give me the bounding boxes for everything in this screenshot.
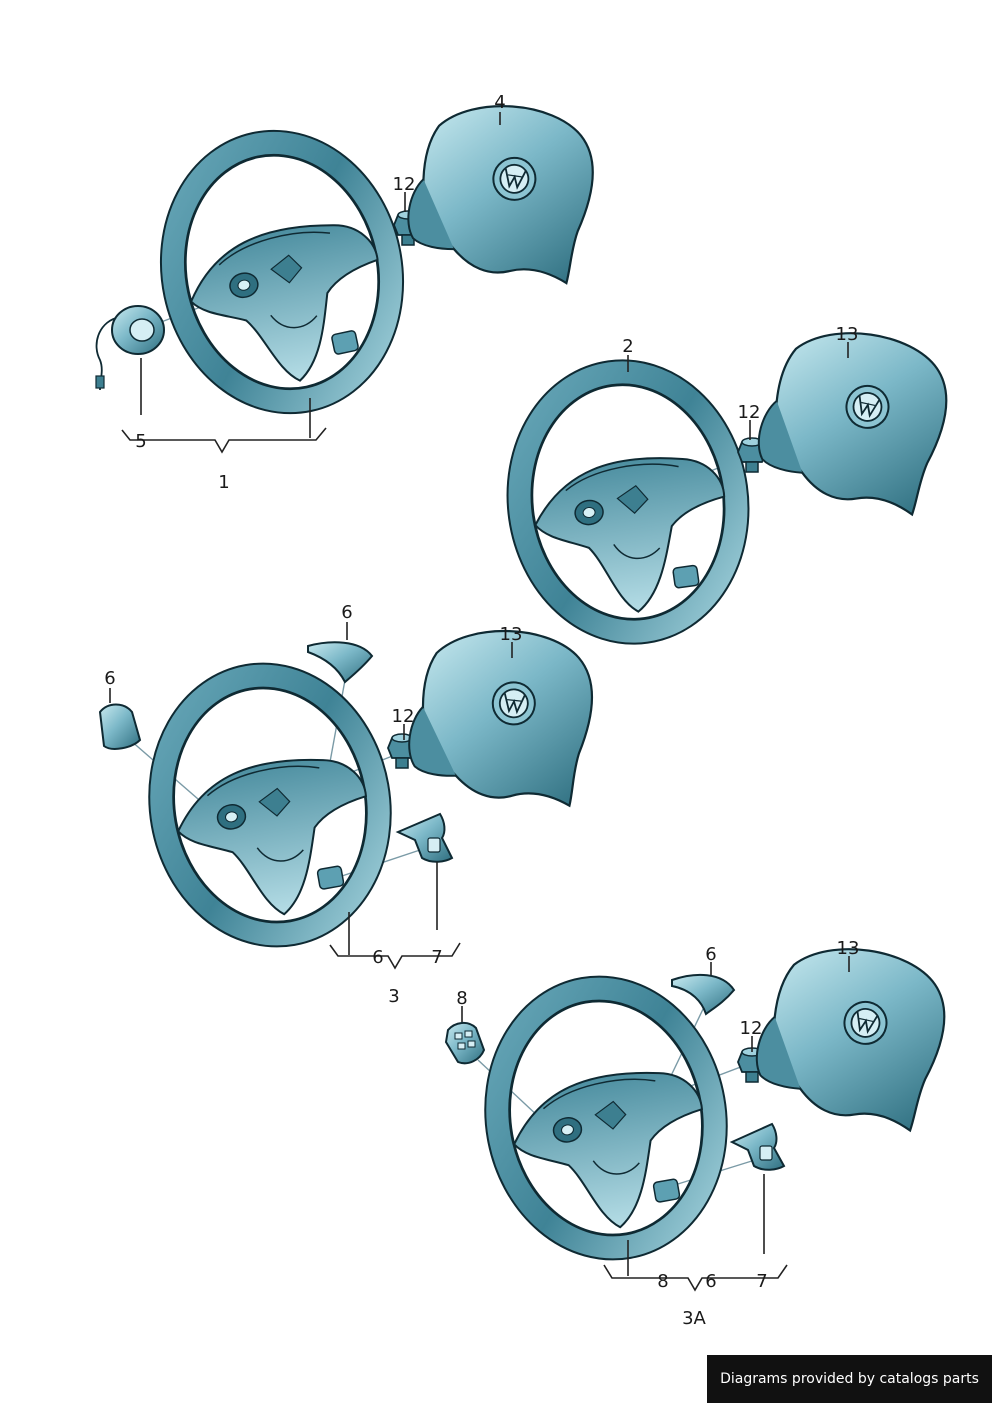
callout-7: 7 <box>756 1271 767 1292</box>
steering-wheel-assembly-3: 6 6 13 12 6 7 3 <box>98 602 600 1007</box>
callout-12: 12 <box>738 402 761 423</box>
callout-12: 12 <box>392 706 415 727</box>
callout-2: 2 <box>622 336 633 357</box>
callout-6: 6 <box>341 602 352 623</box>
clock-spring-part <box>95 305 165 391</box>
callout-6: 6 <box>705 1271 716 1292</box>
trim-cover-part <box>671 973 736 1016</box>
callout-13: 13 <box>836 324 859 345</box>
callout-6: 6 <box>372 947 383 968</box>
callout-13: 13 <box>837 938 860 959</box>
callout-6: 6 <box>705 944 716 965</box>
steering-wheel-assembly-1: 4 12 5 1 <box>95 92 603 493</box>
attribution-text: Diagrams provided by catalogs parts <box>720 1371 979 1387</box>
callout-7: 7 <box>431 947 442 968</box>
trim-cover-part <box>98 703 142 750</box>
callout-4: 4 <box>494 92 505 113</box>
callout-8: 8 <box>456 988 467 1009</box>
callout-1: 1 <box>218 472 229 493</box>
callout-13: 13 <box>500 624 523 645</box>
trim-cover-part <box>729 1122 786 1171</box>
multifunction-switch-part <box>444 1022 486 1065</box>
callout-8: 8 <box>657 1271 668 1292</box>
callout-3a: 3A <box>682 1308 706 1329</box>
callout-5: 5 <box>135 431 146 452</box>
trim-cover-part <box>307 641 374 684</box>
callout-12: 12 <box>740 1018 763 1039</box>
steering-wheel-assembly-2: 2 13 12 <box>503 314 960 646</box>
callout-12: 12 <box>393 174 416 195</box>
callout-3: 3 <box>388 986 399 1007</box>
steering-wheel-assembly-3a: 6 13 8 12 8 6 7 3A <box>444 930 958 1329</box>
attribution-banner: Diagrams provided by catalogs parts <box>707 1355 992 1403</box>
callout-6: 6 <box>104 668 115 689</box>
